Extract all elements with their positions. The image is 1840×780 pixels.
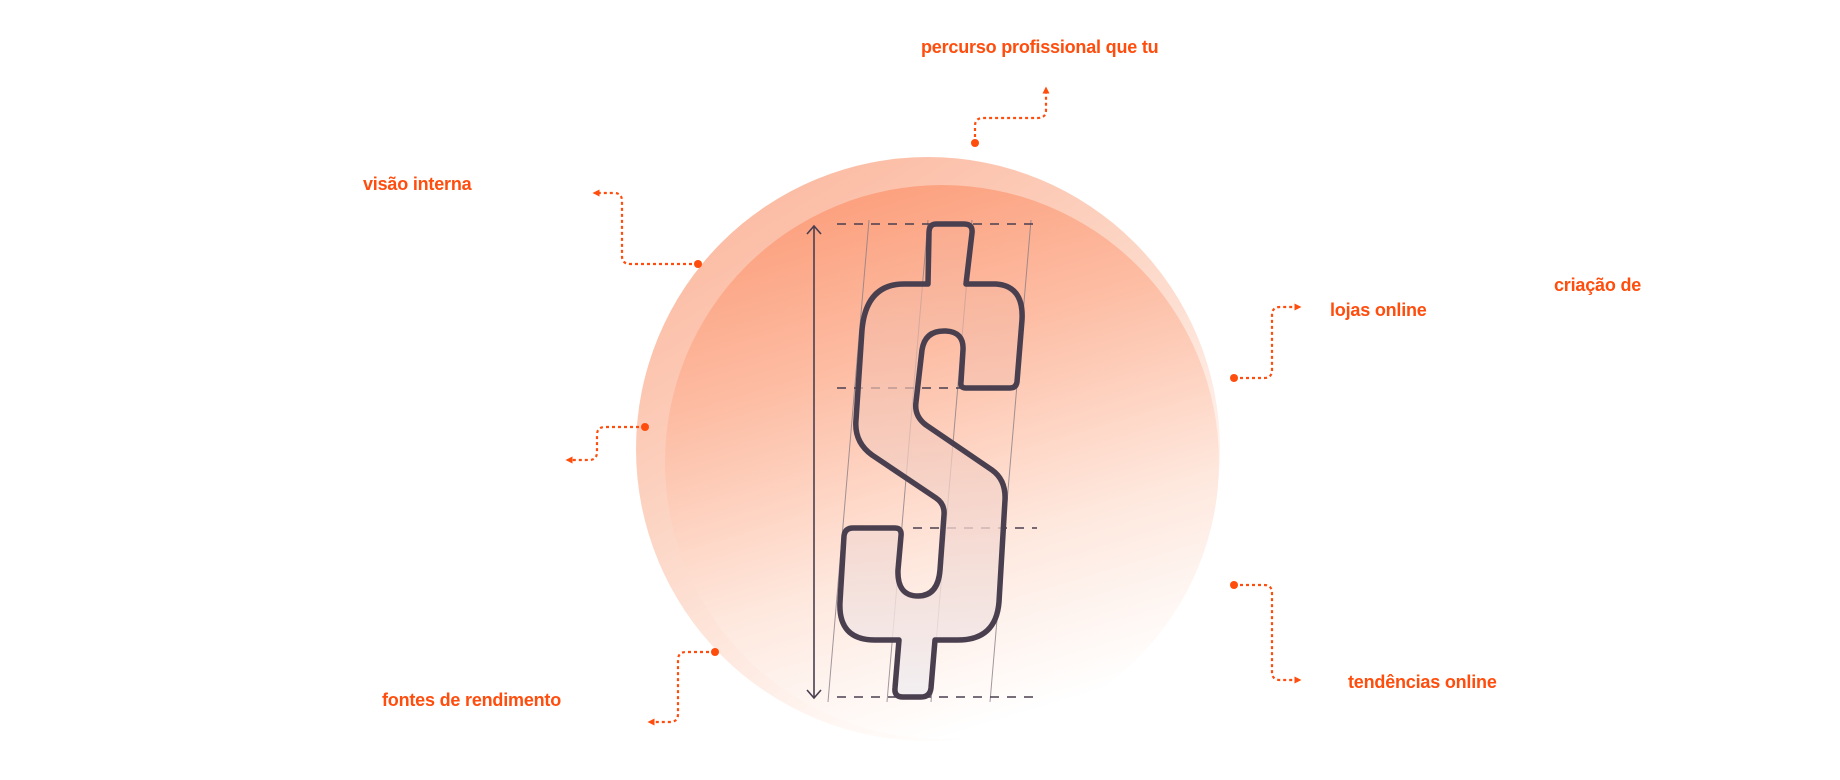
connector-mid-left (565, 425, 645, 464)
connector-tendencias (1234, 583, 1302, 684)
connector-fontes (647, 650, 715, 726)
label-fontes-de-rendimento: fontes de rendimento (382, 690, 562, 710)
label-percurso: percurso profissional que tu (921, 37, 1159, 57)
height-arrow (806, 224, 822, 700)
connector-percurso (973, 86, 1050, 143)
connectors (565, 86, 1302, 726)
label-lojas-online: lojas online (1330, 300, 1427, 320)
label-tendencias-online: tendências online (1348, 672, 1497, 692)
dollar-sign-icon (837, 221, 1025, 700)
connector-visao (592, 189, 698, 266)
label-visao-interna: visão interna (363, 174, 472, 194)
anchor-dots (641, 139, 1238, 656)
label-criacao-de: criação de (1554, 275, 1642, 295)
connector-lojas (1234, 303, 1302, 380)
